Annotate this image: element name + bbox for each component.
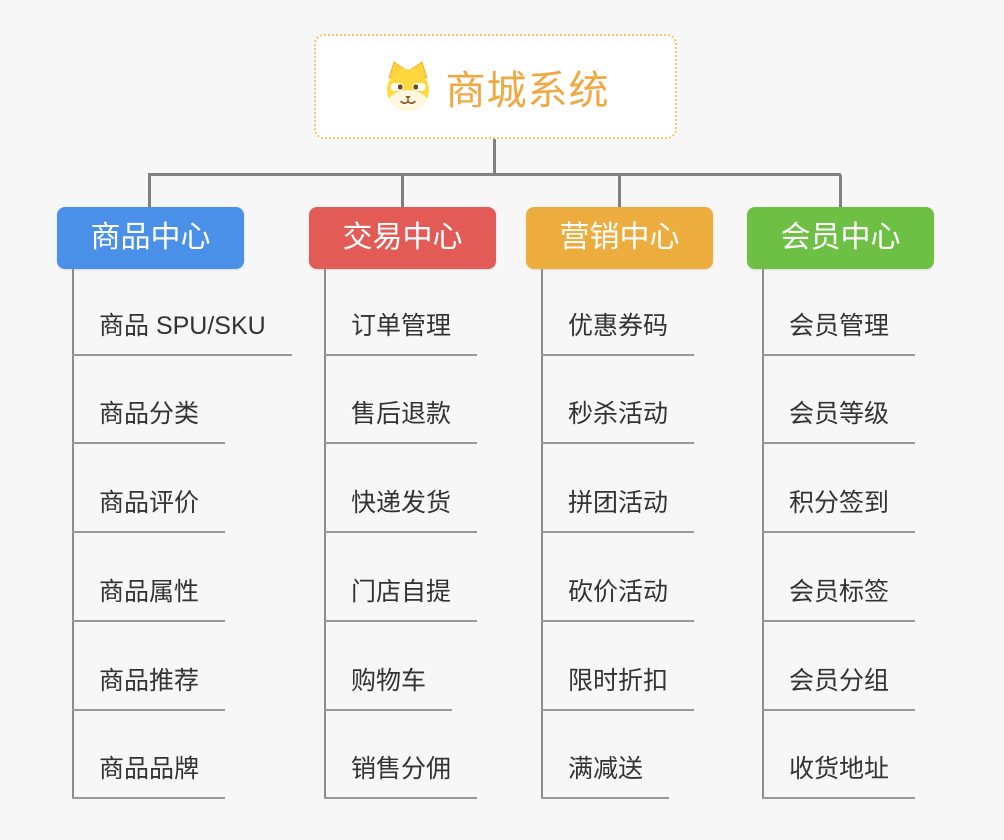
child-item[interactable]: 售后退款 — [324, 399, 478, 444]
child-item[interactable]: 拼团活动 — [541, 488, 695, 533]
child-item[interactable]: 商品 SPU/SKU — [72, 311, 292, 356]
child-item[interactable]: 门店自提 — [324, 577, 478, 622]
child-item[interactable]: 优惠券码 — [541, 311, 695, 356]
connector-root-drop — [493, 139, 496, 175]
connector-drop-1 — [148, 175, 151, 207]
connector-drop-4 — [839, 175, 842, 207]
child-item[interactable]: 收货地址 — [762, 754, 916, 799]
connector-drop-2 — [401, 175, 404, 207]
connector-horizontal — [148, 173, 841, 176]
child-item[interactable]: 积分签到 — [762, 488, 916, 533]
child-item[interactable]: 快递发货 — [324, 488, 478, 533]
branch-header[interactable]: 交易中心 — [309, 207, 496, 269]
child-item[interactable]: 订单管理 — [324, 311, 478, 356]
child-item[interactable]: 会员等级 — [762, 399, 916, 444]
child-item[interactable]: 商品评价 — [72, 488, 226, 533]
child-item[interactable]: 会员标签 — [762, 577, 916, 622]
dog-face-icon — [386, 60, 429, 111]
root-node[interactable]: 商城系统 — [314, 34, 677, 139]
child-item[interactable]: 商品属性 — [72, 577, 226, 622]
connector-drop-3 — [618, 175, 621, 207]
branch-header[interactable]: 商品中心 — [57, 207, 244, 269]
branch-connector-line — [541, 269, 543, 799]
branch-3: 营销中心优惠券码秒杀活动拼团活动砍价活动限时折扣满减送 — [526, 207, 776, 807]
child-item[interactable]: 限时折扣 — [541, 666, 695, 711]
branch-2: 交易中心订单管理售后退款快递发货门店自提购物车销售分佣 — [309, 207, 559, 807]
child-item[interactable]: 购物车 — [324, 666, 453, 711]
child-item[interactable]: 秒杀活动 — [541, 399, 695, 444]
child-item[interactable]: 砍价活动 — [541, 577, 695, 622]
branch-connector-line — [72, 269, 74, 799]
child-item[interactable]: 商品推荐 — [72, 666, 226, 711]
child-item[interactable]: 会员管理 — [762, 311, 916, 356]
child-item[interactable]: 销售分佣 — [324, 754, 478, 799]
branch-connector-line — [762, 269, 764, 799]
branch-header[interactable]: 会员中心 — [747, 207, 934, 269]
branch-connector-line — [324, 269, 326, 799]
child-item[interactable]: 满减送 — [541, 754, 670, 799]
branch-header[interactable]: 营销中心 — [526, 207, 713, 269]
child-item[interactable]: 商品分类 — [72, 399, 226, 444]
root-title: 商城系统 — [445, 68, 610, 113]
child-item[interactable]: 商品品牌 — [72, 754, 226, 799]
child-item[interactable]: 会员分组 — [762, 666, 916, 711]
branch-1: 商品中心商品 SPU/SKU 商品分类商品评价商品属性商品推荐商品品牌 — [57, 207, 307, 807]
branch-4: 会员中心会员管理会员等级积分签到会员标签会员分组收货地址 — [747, 207, 997, 807]
